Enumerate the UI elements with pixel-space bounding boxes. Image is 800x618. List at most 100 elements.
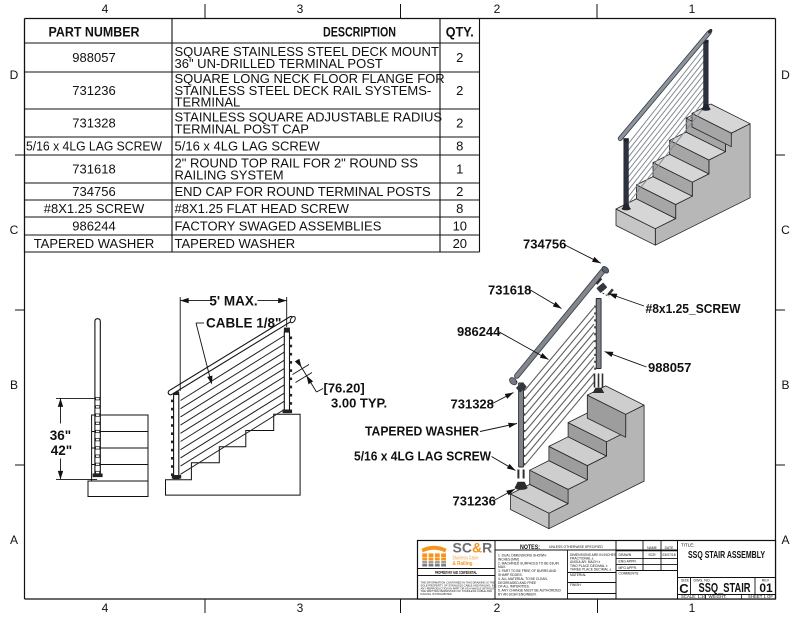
svg-text:01: 01 xyxy=(759,581,773,595)
svg-text:RAILING SYSTEM: RAILING SYSTEM xyxy=(175,167,284,182)
svg-text:A: A xyxy=(10,533,18,547)
svg-text:986244: 986244 xyxy=(72,218,115,233)
svg-text:731618: 731618 xyxy=(488,283,531,298)
svg-text:10: 10 xyxy=(453,218,467,233)
svg-text:REV: REV xyxy=(762,579,770,583)
svg-text:MATERIAL: MATERIAL xyxy=(570,573,586,577)
svg-text:5' MAX.: 5' MAX. xyxy=(209,294,257,309)
svg-text:5/16 x 4LG LAG SCREW: 5/16 x 4LG LAG SCREW xyxy=(26,138,163,153)
svg-text:C: C xyxy=(781,223,790,237)
svg-text:1: 1 xyxy=(689,2,696,16)
svg-text:3: 3 xyxy=(297,2,304,16)
svg-text:B: B xyxy=(10,378,18,392)
svg-text:20: 20 xyxy=(453,236,467,251)
svg-text:STAINLESS SQUARE ADJUSTABLE RA: STAINLESS SQUARE ADJUSTABLE RADIUS xyxy=(175,110,443,125)
svg-text:731236: 731236 xyxy=(453,494,496,509)
svg-text:SQUARE STAINLESS STEEL DECK MO: SQUARE STAINLESS STEEL DECK MOUNT xyxy=(175,44,439,59)
svg-text:#8X1.25 SCREW: #8X1.25 SCREW xyxy=(44,201,145,216)
svg-text:5/16 x 4LG LAG SCREW: 5/16 x 4LG LAG SCREW xyxy=(354,449,492,464)
svg-text:& Railing: & Railing xyxy=(453,561,473,567)
svg-text:03/07/18: 03/07/18 xyxy=(662,553,675,557)
svg-text:734756: 734756 xyxy=(523,237,566,252)
svg-text:2. MACHINED SURFACES TO BE 63U: 2. MACHINED SURFACES TO BE 63UIN xyxy=(498,561,560,565)
svg-text:731618: 731618 xyxy=(72,161,115,176)
svg-text:B: B xyxy=(781,378,789,392)
svg-text:D: D xyxy=(10,68,19,82)
svg-text:731236: 731236 xyxy=(72,83,115,98)
svg-text:ENG APPR.: ENG APPR. xyxy=(619,560,637,564)
svg-text:CABLE 1/8": CABLE 1/8" xyxy=(206,316,281,331)
svg-text:36" UN-DRILLED TERMINAL POST: 36" UN-DRILLED TERMINAL POST xyxy=(175,56,383,71)
svg-text:1: 1 xyxy=(689,601,696,615)
svg-text:SHARP EDGES.: SHARP EDGES. xyxy=(498,573,523,577)
svg-text:C: C xyxy=(10,223,19,237)
svg-text:2: 2 xyxy=(456,115,463,130)
svg-text:DIMENSIONS ARE IN INCHES: DIMENSIONS ARE IN INCHES xyxy=(570,553,617,557)
svg-text:UNLESS OTHERWISE SPECIFIED: UNLESS OTHERWISE SPECIFIED xyxy=(549,545,603,549)
svg-text:4: 4 xyxy=(102,601,109,615)
svg-text:2: 2 xyxy=(456,184,463,199)
svg-text:4. ALL MATERIAL TO BE CLEAN,: 4. ALL MATERIAL TO BE CLEAN, xyxy=(498,577,548,581)
svg-text:DEGREASED AND FREE: DEGREASED AND FREE xyxy=(498,581,537,585)
svg-text:SCALE: 1:16: SCALE: 1:16 xyxy=(681,594,706,599)
svg-text:988057: 988057 xyxy=(648,360,691,375)
svg-text:TWO PLACE DECIMAL ±: TWO PLACE DECIMAL ± xyxy=(570,564,608,568)
svg-text:END CAP FOR ROUND TERMINAL POS: END CAP FOR ROUND TERMINAL POSTS xyxy=(175,184,432,199)
svg-text:SOLE PROPERTY OF STAINLESS CAB: SOLE PROPERTY OF STAINLESS CABLE AND RAI… xyxy=(421,583,498,587)
svg-text:INCHES [MM]: INCHES [MM] xyxy=(498,557,519,561)
svg-text:2" ROUND TOP RAIL FOR 2" ROUND: 2" ROUND TOP RAIL FOR 2" ROUND SS xyxy=(175,156,419,171)
svg-text:TITLE:: TITLE: xyxy=(681,543,695,548)
svg-text:2: 2 xyxy=(456,50,463,65)
svg-text:TERMINAL: TERMINAL xyxy=(175,95,241,110)
svg-text:SC&R: SC&R xyxy=(453,540,493,556)
svg-text:4: 4 xyxy=(102,2,109,16)
svg-text:3: 3 xyxy=(297,601,304,615)
svg-text:OF ALL IMPURITIES.: OF ALL IMPURITIES. xyxy=(498,585,530,589)
svg-text:TAPERED WASHER: TAPERED WASHER xyxy=(175,236,296,251)
svg-text:QTY.: QTY. xyxy=(446,25,474,40)
svg-text:PROPRIETARY AND CONFIDENTIAL: PROPRIETARY AND CONFIDENTIAL xyxy=(435,570,477,575)
svg-text:#8x1.25_SCREW: #8x1.25_SCREW xyxy=(646,301,742,316)
svg-text:TAPERED WASHER: TAPERED WASHER xyxy=(365,424,480,439)
svg-text:C: C xyxy=(679,581,689,596)
svg-text:D: D xyxy=(781,68,790,82)
svg-text:3. PART TO BE FREE OF BURRS AN: 3. PART TO BE FREE OF BURRS AND xyxy=(498,569,557,573)
svg-text:PART NUMBER: PART NUMBER xyxy=(49,25,140,40)
svg-text:731328: 731328 xyxy=(451,397,494,412)
svg-text:5. ANY CHANGE MUST BE AUTHORIZ: 5. ANY CHANGE MUST BE AUTHORIZED xyxy=(498,589,562,593)
svg-text:5/16 x 4LG LAG SCREW: 5/16 x 4LG LAG SCREW xyxy=(175,138,321,153)
svg-text:734756: 734756 xyxy=(72,184,115,199)
svg-text:DRAWN: DRAWN xyxy=(619,553,632,557)
svg-text:SCR: SCR xyxy=(648,553,656,557)
svg-text:8: 8 xyxy=(456,201,463,216)
svg-text:2: 2 xyxy=(456,83,463,98)
svg-text:THE WRITTEN PERMISSION OF STAI: THE WRITTEN PERMISSION OF STAINLESS CABL… xyxy=(421,589,493,593)
svg-text:SHEET 1 OF 1: SHEET 1 OF 1 xyxy=(748,594,777,599)
svg-text:986244: 986244 xyxy=(457,324,501,339)
svg-text:DWG. NO.: DWG. NO. xyxy=(694,579,711,583)
svg-text:SSQ_STAIR: SSQ_STAIR xyxy=(699,580,751,595)
svg-text:STAINLESS STEEL DECK RAIL SYST: STAINLESS STEEL DECK RAIL SYSTEMS- xyxy=(175,83,432,98)
svg-text:2: 2 xyxy=(494,2,501,16)
svg-text:ANY REPRODUCTION IN PART OR AS: ANY REPRODUCTION IN PART OR AS A WHOLE W… xyxy=(421,586,496,590)
svg-text:36": 36" xyxy=(50,428,71,443)
svg-text:ANGULAR: MACH ±: ANGULAR: MACH ± xyxy=(570,560,600,564)
svg-text:SQUARE LONG NECK FLOOR FLANGE: SQUARE LONG NECK FLOOR FLANGE FOR xyxy=(175,71,445,86)
svg-text:FRACTIONAL ±: FRACTIONAL ± xyxy=(570,557,594,561)
svg-text:TAPERED WASHER: TAPERED WASHER xyxy=(34,236,155,251)
svg-text:DESCRIPTION: DESCRIPTION xyxy=(323,25,396,40)
svg-text:#8X1.25 FLAT HEAD SCREW: #8X1.25 FLAT HEAD SCREW xyxy=(175,201,350,216)
svg-text:MFG APPR.: MFG APPR. xyxy=(619,566,638,570)
svg-text:1: 1 xyxy=(456,161,463,176)
svg-text:42": 42" xyxy=(51,443,72,458)
svg-text:TERMINAL POST CAP: TERMINAL POST CAP xyxy=(175,121,309,136)
svg-text:COMMENTS:: COMMENTS: xyxy=(619,572,640,576)
svg-text:3.00 TYP.: 3.00 TYP. xyxy=(331,396,387,411)
svg-text:BY AN SC&R ENGINEER.: BY AN SC&R ENGINEER. xyxy=(498,593,537,597)
svg-text:A: A xyxy=(781,533,789,547)
svg-text:1. DUAL DIMENSIONS SHOWN-: 1. DUAL DIMENSIONS SHOWN- xyxy=(498,554,547,558)
svg-text:NOTES:: NOTES: xyxy=(520,544,540,551)
svg-text:[76.20]: [76.20] xyxy=(324,381,365,396)
svg-text:FINISH: FINISH xyxy=(570,583,581,587)
svg-text:731328: 731328 xyxy=(72,115,115,130)
